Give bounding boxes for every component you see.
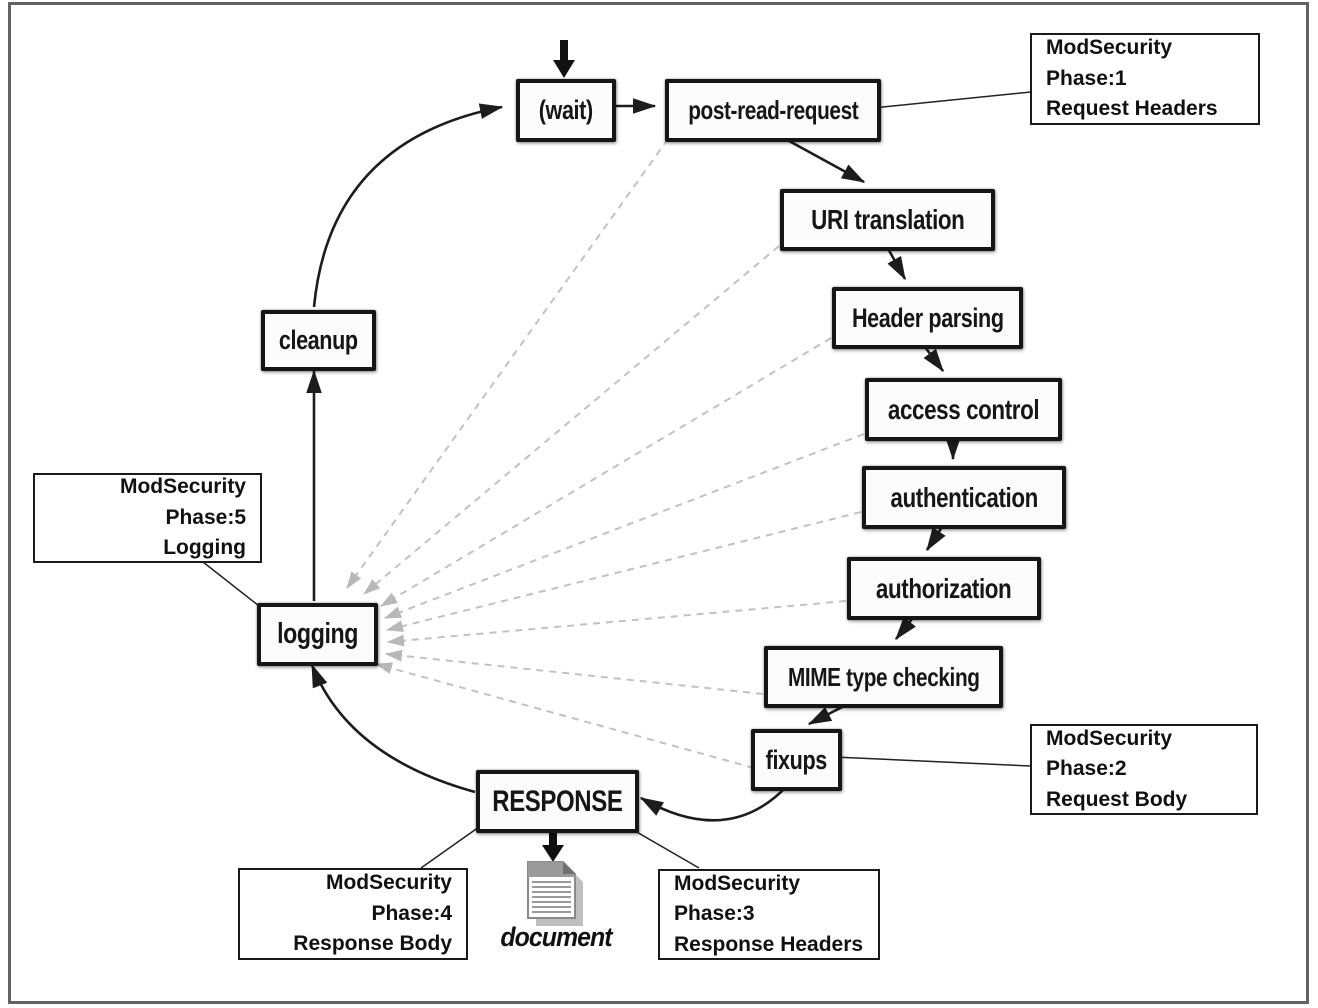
node-cleanup: cleanup — [261, 310, 376, 371]
node-post-read-request-label: post-read-request — [687, 95, 859, 125]
node-fixups-label: fixups — [765, 744, 828, 775]
annotation-phase-4-subtitle: Response Body — [293, 932, 452, 956]
node-access-control: access control — [865, 378, 1062, 441]
annotation-phase-5: ModSecurity Phase:5 Logging — [33, 473, 262, 563]
node-post-read-request: post-read-request — [665, 79, 881, 142]
annotation-phase-5-subtitle: Logging — [163, 536, 246, 560]
annotation-phase-3-title: ModSecurity Phase:3 — [674, 871, 801, 926]
node-wait: (wait) — [516, 79, 616, 142]
response-to-document-arrow — [542, 828, 564, 862]
annotation-phase-2: ModSecurity Phase:2 Request Body — [1030, 724, 1258, 815]
node-mime-type-checking: MIME type checking — [764, 646, 1003, 708]
node-fixups: fixups — [751, 729, 842, 791]
node-logging: logging — [257, 603, 378, 666]
annotation-phase-2-title: ModSecurity Phase:2 — [1046, 726, 1173, 781]
annotation-phase-3: ModSecurity Phase:3 Response Headers — [658, 869, 880, 960]
document-icon — [527, 861, 583, 926]
node-response-label: RESPONSE — [492, 784, 623, 818]
document-caption: document — [500, 922, 612, 952]
node-response: RESPONSE — [476, 770, 639, 833]
node-header-parsing: Header parsing — [832, 287, 1023, 349]
node-cleanup-label: cleanup — [279, 325, 358, 355]
node-authorization-label: authorization — [876, 572, 1012, 604]
annotation-phase-1: ModSecurity Phase:1 Request Headers — [1030, 33, 1260, 125]
node-access-control-label: access control — [887, 393, 1040, 425]
node-logging-label: logging — [277, 618, 358, 650]
annotation-phase-3-subtitle: Response Headers — [674, 932, 864, 956]
incoming-request-arrow — [553, 40, 575, 78]
node-uri-translation-label: URI translation — [810, 204, 965, 235]
node-wait-label: (wait) — [539, 95, 593, 125]
node-authorization: authorization — [847, 557, 1041, 620]
node-uri-translation: URI translation — [780, 189, 995, 251]
annotation-connectors — [202, 91, 1032, 869]
node-authentication-label: authentication — [890, 481, 1038, 513]
annotation-phase-4: ModSecurity Phase:4 Response Body — [238, 868, 468, 960]
annotation-phase-5-title: ModSecurity Phase:5 — [119, 475, 246, 529]
node-header-parsing-label: Header parsing — [851, 302, 1004, 333]
node-mime-type-checking-label: MIME type checking — [787, 661, 980, 692]
dashed-logging-arrows — [346, 138, 865, 769]
annotation-phase-1-title: ModSecurity Phase:1 — [1046, 36, 1173, 90]
annotation-phase-4-title: ModSecurity Phase:4 — [325, 871, 452, 925]
annotation-phase-2-subtitle: Request Body — [1046, 787, 1188, 811]
node-authentication: authentication — [862, 466, 1066, 529]
annotation-phase-1-subtitle: Request Headers — [1046, 97, 1218, 121]
